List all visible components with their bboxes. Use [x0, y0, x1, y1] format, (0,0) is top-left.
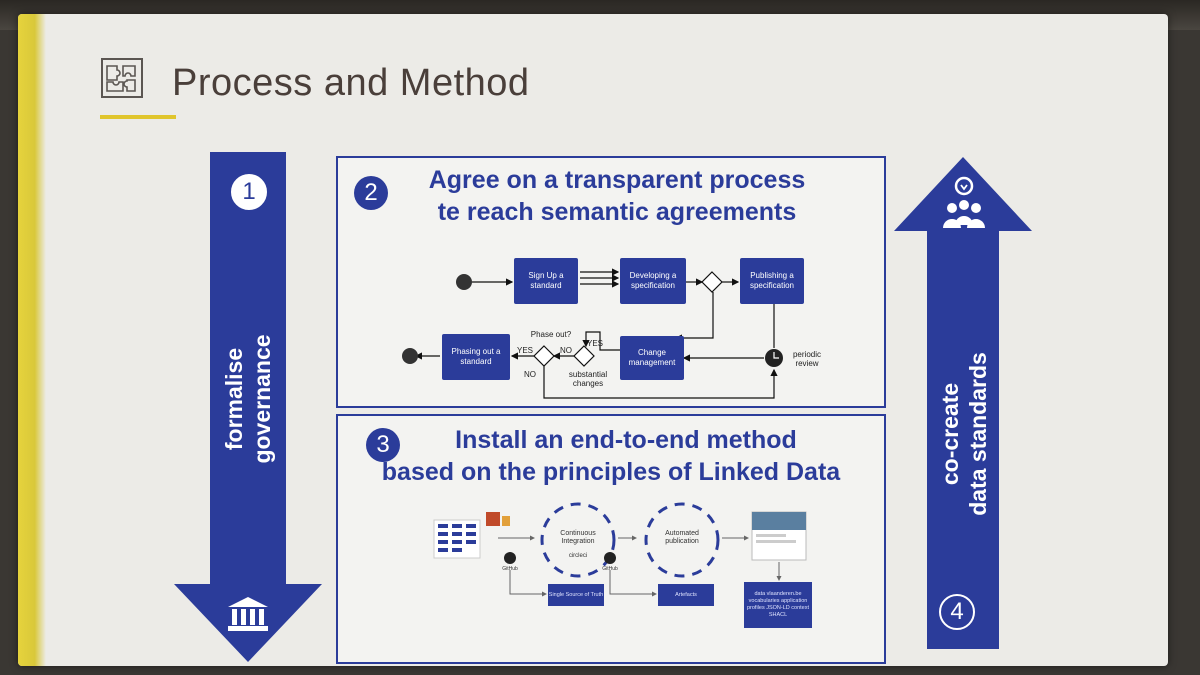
label-yes-2: YES	[586, 339, 603, 348]
cocreate-label: co-create data standards	[936, 352, 992, 516]
process-box: 2 Agree on a transparent process te reac…	[336, 156, 886, 408]
publication-label: Automated publication	[665, 530, 699, 545]
governance-label-line1: formalise	[221, 347, 247, 451]
label-no-1: NO	[560, 346, 572, 355]
method-title-line1: Install an end-to-end method	[455, 426, 797, 454]
process-title-line1: Agree on a transparent process	[428, 166, 806, 194]
ssot-box: Single Source of Truth	[548, 584, 604, 606]
method-pipeline-graphic	[433, 502, 807, 597]
slide-side-accent	[18, 14, 46, 666]
process-title: Agree on a transparent process te reach …	[394, 164, 840, 228]
outputs-box: data vlaanderen.be vocabularies applicat…	[744, 582, 812, 628]
github-label-2: GitHub	[602, 566, 618, 572]
ci-label: Continuous Integration	[560, 530, 596, 545]
governance-down-arrow	[174, 152, 322, 662]
title-underline	[100, 115, 176, 119]
label-no-2: NO	[524, 370, 536, 379]
institution-icon	[228, 597, 268, 631]
step-4-number: 4	[939, 594, 975, 630]
method-title-line2: based on the principles of Linked Data	[381, 458, 841, 486]
node-sign-up: Sign Up a standard	[514, 258, 578, 304]
label-phase-out: Phase out?	[530, 330, 572, 339]
governance-label: formalise governance	[220, 334, 276, 463]
label-periodic: periodic review	[792, 350, 821, 368]
process-title-line2: te reach semantic agreements	[437, 198, 797, 226]
slide-title: Process and Method	[172, 62, 530, 104]
step-3-number: 3	[366, 428, 400, 462]
cocreate-up-arrow	[894, 157, 1032, 649]
label-substantial: substantial changes	[568, 370, 608, 388]
node-change: Change management	[620, 336, 684, 380]
people-lightbulb-icon	[943, 176, 985, 228]
governance-label-line2: governance	[249, 334, 275, 464]
process-flow-connectors	[402, 268, 783, 399]
method-box: 3 Install an end-to-end method based on …	[336, 414, 886, 664]
step-2-number: 2	[354, 176, 388, 210]
step-1-number: 1	[231, 174, 267, 210]
artefacts-box: Artefacts	[658, 584, 714, 606]
method-title: Install an end-to-end method based on th…	[344, 424, 878, 488]
presentation-slide: Process and Method 1 formalise governanc…	[18, 14, 1168, 666]
node-phasing-out: Phasing out a standard	[442, 334, 510, 380]
github-label-1: GitHub	[502, 566, 518, 572]
label-yes-1: YES	[516, 346, 533, 355]
node-publishing: Publishing a specification	[740, 258, 804, 304]
node-developing: Developing a specification	[620, 258, 686, 304]
cocreate-label-line2: data standards	[965, 352, 991, 516]
ci-tool-label: circleci	[568, 553, 588, 559]
cocreate-label-line1: co-create	[937, 382, 963, 486]
puzzle-logo-icon	[101, 58, 143, 98]
